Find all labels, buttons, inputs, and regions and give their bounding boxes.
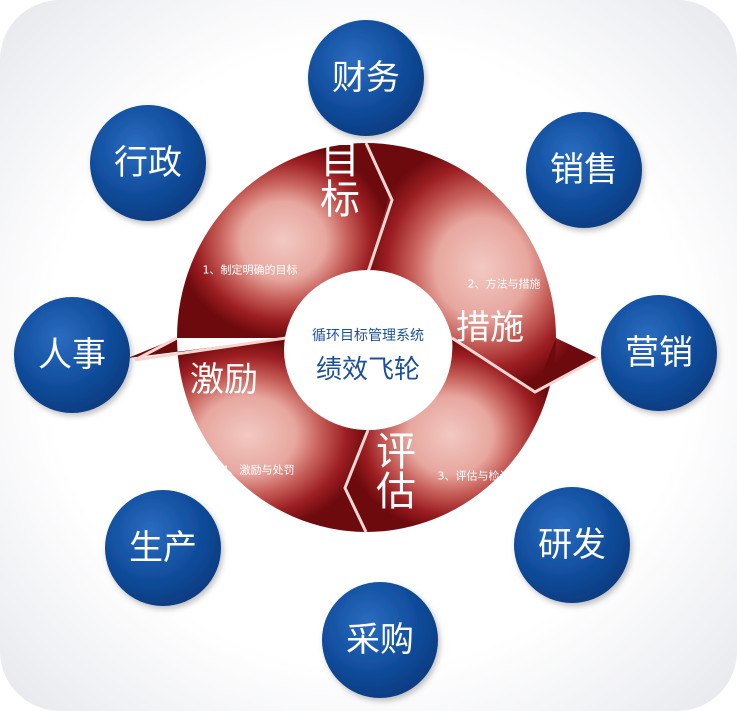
stage-label-evaluate: 评估 xyxy=(369,430,416,510)
stage-labels: 目标 措施 评估 激励 xyxy=(190,138,524,510)
center-subtitle: 循环目标管理系统 xyxy=(312,328,424,344)
step-label-4: 4、激励与处罚 xyxy=(222,463,295,477)
department-production: 生产 xyxy=(105,490,221,606)
center-title: 绩效飞轮 xyxy=(316,355,420,385)
stage-label-incentive: 激励 xyxy=(190,360,258,400)
arrow-right xyxy=(451,336,599,394)
arrow-left xyxy=(134,336,287,362)
department-sales: 销售 xyxy=(526,112,642,228)
flywheel-ring xyxy=(128,142,599,533)
department-label: 采购 xyxy=(346,620,414,660)
department-label: 行政 xyxy=(114,143,182,183)
stage-label-measures: 措施 xyxy=(456,308,524,348)
department-marketing: 营销 xyxy=(601,295,717,411)
department-label: 财务 xyxy=(332,58,400,98)
step-label-2: 2、方法与措施 xyxy=(468,277,541,291)
department-label: 营销 xyxy=(625,333,693,373)
department-rnd: 研发 xyxy=(514,487,630,603)
step-label-3: 3、评估与检讨 xyxy=(438,469,511,483)
step-labels: 1、制定明确的目标 2、方法与措施 3、评估与检讨 4、激励与处罚 xyxy=(203,263,541,483)
ring-segment-evaluate xyxy=(345,338,556,532)
center-labels: 循环目标管理系统 绩效飞轮 xyxy=(312,328,424,385)
department-circles: 财务 销售 营销 研发 采购 生产 人事 行政 xyxy=(14,20,717,698)
ring-segment-target xyxy=(177,143,390,338)
stage-label-target: 目标 xyxy=(313,138,360,218)
department-label: 生产 xyxy=(129,528,197,568)
department-finance: 财务 xyxy=(308,20,424,136)
department-label: 人事 xyxy=(38,335,106,375)
arrow-top xyxy=(364,142,394,273)
center-hub xyxy=(284,270,452,430)
department-label: 研发 xyxy=(538,525,606,565)
arrow-bottom xyxy=(343,429,370,533)
department-hr: 人事 xyxy=(14,297,130,413)
department-procurement: 采购 xyxy=(322,582,438,698)
ring-segment-incentive xyxy=(128,338,368,532)
department-label: 销售 xyxy=(550,150,618,190)
department-admin: 行政 xyxy=(90,105,206,221)
ring-segment-measures xyxy=(366,143,598,392)
step-label-1: 1、制定明确的目标 xyxy=(203,263,298,277)
